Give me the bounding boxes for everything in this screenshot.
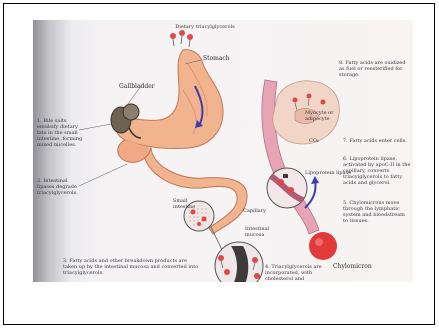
small-intestine-label: Small intestine — [173, 198, 203, 210]
textbook-photo: Dietary triacylglycerols Stomach Gallbla… — [33, 20, 413, 282]
mucosa-magnifier — [215, 242, 263, 282]
gallbladder-label: Gallbladder — [119, 84, 163, 90]
capillary-label: Capillary — [243, 208, 273, 214]
stomach-label: Stomach — [203, 56, 243, 62]
step4-label: 4. Triacylglycerols are incorporated, wi… — [265, 264, 323, 282]
slide-frame: Dietary triacylglycerols Stomach Gallbla… — [3, 3, 435, 325]
fatty-acid-tail — [173, 39, 174, 46]
fat-droplet — [179, 30, 185, 36]
fatty-acid-droplet — [307, 94, 312, 99]
step3-label: 3. Fatty acids and other breakdown produ… — [63, 258, 201, 276]
myocyte-label: Myocyte or adipocyte — [305, 110, 345, 122]
dietary-fat-droplets — [170, 30, 193, 47]
chylomicron-highlight — [315, 238, 323, 246]
step2-label: 2. Intestinal lipases degrade triacylgly… — [37, 178, 83, 196]
step5-label: 5. Chylomicrons move through the lymphat… — [343, 200, 411, 224]
chylomicron-label: Chylomicron — [333, 264, 383, 270]
intestinal-mucosa-label: Intestinal mucosa — [245, 226, 279, 238]
fat-droplet — [170, 33, 176, 39]
fatty-acid-droplet — [321, 100, 326, 105]
fatty-acid-tail — [189, 40, 190, 47]
step8-label: 8. Fatty acids are oxidized as fuel or r… — [339, 60, 411, 78]
step7-label: 7. Fatty acids enter cells. — [343, 138, 411, 144]
fatty-acid-droplet — [293, 98, 298, 103]
dietary-tg-label: Dietary triacylglycerols — [173, 24, 237, 30]
arrowhead — [311, 176, 319, 184]
capillary-magnifier — [267, 168, 307, 208]
fat-droplet — [187, 34, 193, 40]
fatty-acid-tail — [181, 36, 182, 44]
step1-label: 1. Bile salts emulsify dietary fats in t… — [37, 118, 83, 148]
chylomicron-particle — [309, 232, 337, 260]
lipoprotein-lipase-label: Lipoprotein lipase — [305, 170, 355, 176]
co2-label: CO₂ — [309, 138, 323, 144]
